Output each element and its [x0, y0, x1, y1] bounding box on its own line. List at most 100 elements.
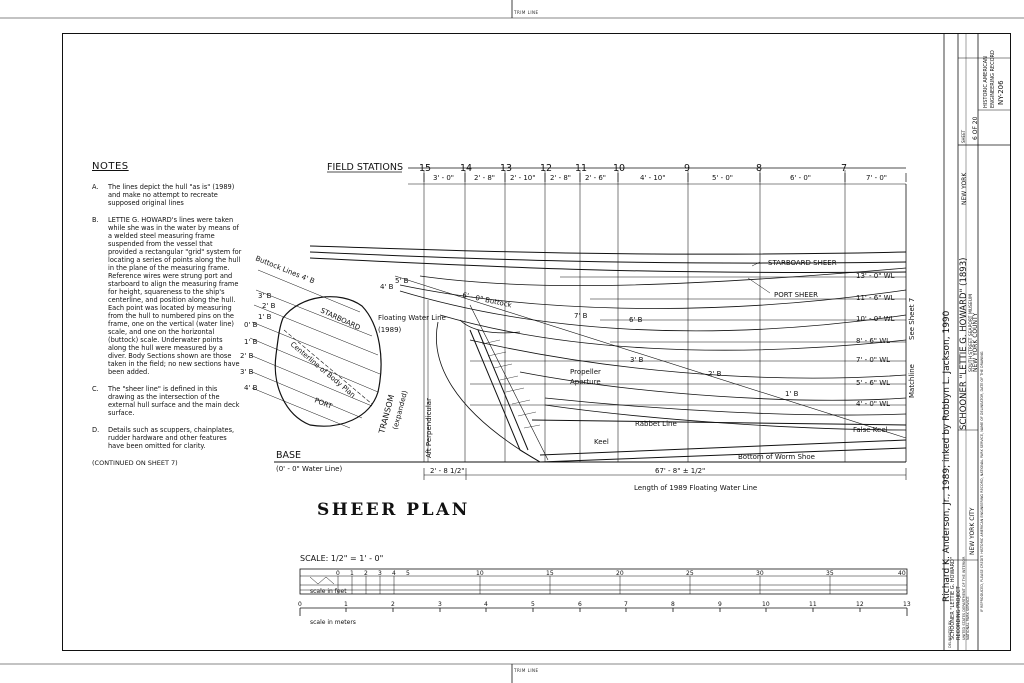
- meter-tick: 10: [762, 601, 770, 608]
- note-item: B. LETTIE G. HOWARD's lines were taken w…: [92, 216, 242, 376]
- base-label: BASE: [276, 450, 301, 461]
- matchline-label: Matchline: [908, 364, 916, 398]
- centerline-label: Centerline of Body Plan: [289, 340, 357, 399]
- note-item: C. The "sheer line" is defined in this d…: [92, 385, 242, 417]
- meter-tick: 2: [391, 601, 395, 608]
- meter-tick: 13: [903, 601, 911, 608]
- feet-tick: 0: [336, 570, 340, 577]
- station-numbers: 15 14 13 12 11 10 9 8 7: [419, 163, 847, 174]
- station-spacing: 2' - 8": [474, 174, 495, 182]
- meter-tick: 11: [809, 601, 817, 608]
- transom-buttock-mark: 2' B: [240, 352, 254, 360]
- station-number: 11: [575, 163, 587, 174]
- agency-line: HISTORIC AMERICAN: [983, 56, 989, 108]
- meter-tick: 6: [578, 601, 582, 608]
- station-spacing: 4' - 10": [640, 174, 665, 182]
- floating-water-line-year: (1989): [378, 326, 402, 334]
- station-number: 8: [756, 163, 762, 174]
- buttock-7-label: 7' B: [574, 312, 588, 320]
- sheet-number: 6 OF 20: [972, 116, 979, 140]
- aft-dimension: 2' - 8 1/2": [430, 467, 465, 475]
- feet-tick: 15: [546, 570, 554, 577]
- drawing-sheet-border: [62, 33, 1011, 651]
- state-label: NEW YORK: [961, 172, 968, 205]
- rabbet-line-label: Rabbet Line: [635, 420, 677, 428]
- title-block-frame: [943, 33, 1011, 651]
- feet-tick: 4: [392, 570, 396, 577]
- station-spacing: 2' - 8": [550, 174, 571, 182]
- sheer-lines: [309, 245, 907, 274]
- station-spacings: 3' - 0" 2' - 8" 2' - 10" 2' - 8" 2' - 6"…: [433, 174, 887, 182]
- feet-tick: 20: [616, 570, 624, 577]
- length-label: Length of 1989 Floating Water Line: [634, 484, 757, 492]
- buttock-6-label: 6' - 0" Buttock: [462, 291, 514, 309]
- station-spacing: 2' - 10": [510, 174, 535, 182]
- feet-tick: 10: [476, 570, 484, 577]
- station-number: 7: [841, 163, 847, 174]
- meter-tick: 5: [531, 601, 535, 608]
- waterline-label: 7' - 0" WL: [856, 356, 890, 364]
- meter-tick: 12: [856, 601, 864, 608]
- note-mark: A.: [92, 183, 99, 191]
- station-number: 12: [540, 163, 552, 174]
- notes-panel: NOTES A. The lines depict the hull "as i…: [92, 162, 242, 468]
- note-mark: B.: [92, 216, 99, 224]
- waterline-label: 13' - 0" WL: [856, 272, 895, 280]
- transom-buttock-mark: 3' B: [258, 292, 272, 300]
- feet-tick: 40: [898, 570, 906, 577]
- station-number: 9: [684, 163, 690, 174]
- transom-labels: Buttock Lines 4' B 3' B 2' B 1' B 0' B 1…: [240, 254, 409, 435]
- transom-buttock-mark: 4' B: [244, 384, 258, 392]
- feet-tick: 25: [686, 570, 694, 577]
- buttock-1-label: 1' B: [785, 390, 799, 398]
- waterline-grid: [470, 276, 906, 406]
- port-sheer-label: PORT SHEER: [774, 291, 818, 299]
- meter-tick: 1: [344, 601, 348, 608]
- field-stations-label: FIELD STATIONS: [327, 162, 403, 173]
- transom-centerline: [283, 329, 373, 405]
- continued-note: (CONTINUED ON SHEET 7): [92, 459, 178, 467]
- station-spacing: 3' - 0": [433, 174, 454, 182]
- station-number: 10: [613, 163, 625, 174]
- feet-tick: 5: [406, 570, 410, 577]
- agency-line: ENGINEERING RECORD: [990, 50, 996, 108]
- plan-title: SHEER PLAN: [317, 500, 470, 520]
- false-keel-label: False Keel: [853, 426, 888, 434]
- length-dimension: 67' - 8" ± 1/2": [655, 467, 705, 475]
- feet-tick: 35: [826, 570, 834, 577]
- starboard-label: STARBOARD: [319, 307, 361, 332]
- keel-structure: [469, 304, 907, 463]
- feet-tick: 3: [378, 570, 382, 577]
- sponsor-line: NATIONAL PARK SERVICE: [966, 596, 970, 640]
- meter-tick: 7: [624, 601, 628, 608]
- buttock-lines-label: Buttock Lines 4' B: [254, 254, 316, 285]
- waterline-label: 8' - 6" WL: [856, 337, 890, 345]
- feet-tick: 30: [756, 570, 764, 577]
- floating-water-line-label: Floating Water Line: [378, 314, 446, 322]
- worm-shoe-label: Bottom of Worm Shoe: [738, 453, 815, 461]
- station-ticks: [423, 173, 907, 182]
- aperture-label: Aperture: [570, 378, 601, 386]
- transom-buttock-mark: 2' B: [262, 302, 276, 310]
- feet-tick: 1: [350, 570, 354, 577]
- note-text: The lines depict the hull "as is" (1989)…: [108, 183, 235, 207]
- feet-tick: 2: [364, 570, 368, 577]
- stern-post-hatching: [481, 339, 541, 429]
- keel-label: Keel: [594, 438, 609, 446]
- meter-scale-ticks: 0 1 2 3 4 5 6 7 8 9 10 11 12 13 scale in…: [298, 601, 911, 626]
- trim-line-bottom: TRIM LINE: [514, 668, 539, 673]
- station-spacing: 5' - 0": [712, 174, 733, 182]
- note-mark: D.: [92, 426, 100, 434]
- meter-tick: 8: [671, 601, 675, 608]
- transom-buttock-mark: 3' B: [240, 368, 254, 376]
- note-text: LETTIE G. HOWARD's lines were taken whil…: [108, 216, 242, 376]
- station-spacing: 2' - 6": [585, 174, 606, 182]
- transom-buttock-lines: [249, 269, 381, 429]
- sheet-label: SHEET: [961, 129, 966, 143]
- record-number: NY-206: [997, 80, 1005, 105]
- credit-line: IF REPRODUCED, PLEASE CREDIT: HISTORIC A…: [980, 351, 984, 612]
- transom-buttock-mark: 0' B: [244, 321, 258, 329]
- aft-perpendicular-label: Aft Perpendicular: [425, 398, 433, 458]
